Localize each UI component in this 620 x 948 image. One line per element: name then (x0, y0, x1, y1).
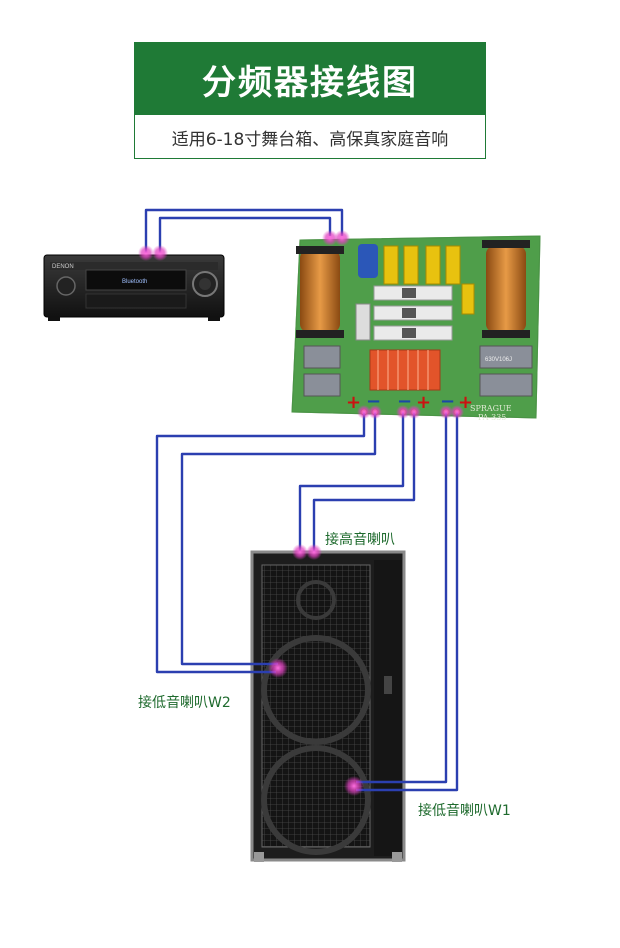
volume-knob-left-icon (57, 277, 75, 295)
speaker-cabinet (252, 552, 404, 862)
capacitor-label: 630V106J (485, 357, 512, 363)
amplifier-display-text: Bluetooth (122, 279, 147, 285)
inductor-coil-right (486, 246, 526, 332)
crossover-model-line1: SPRAGUE (470, 404, 512, 413)
crossover-model-line2: PA-335 (478, 413, 506, 422)
inductor-coil-left (300, 250, 340, 332)
capacitor-blue (358, 244, 378, 278)
switch-icon (356, 304, 370, 340)
amplifier: DENON Bluetooth (44, 255, 224, 321)
label-tweeter: 接高音喇叭 (325, 529, 395, 549)
crossover-board: 630V106J SPRAGUE PA-335 + − − + − + (292, 236, 540, 422)
label-woofer-w1: 接低音喇叭W1 (418, 800, 511, 820)
amplifier-brand: DENON (52, 264, 74, 270)
label-woofer-w2: 接低音喇叭W2 (138, 692, 231, 712)
